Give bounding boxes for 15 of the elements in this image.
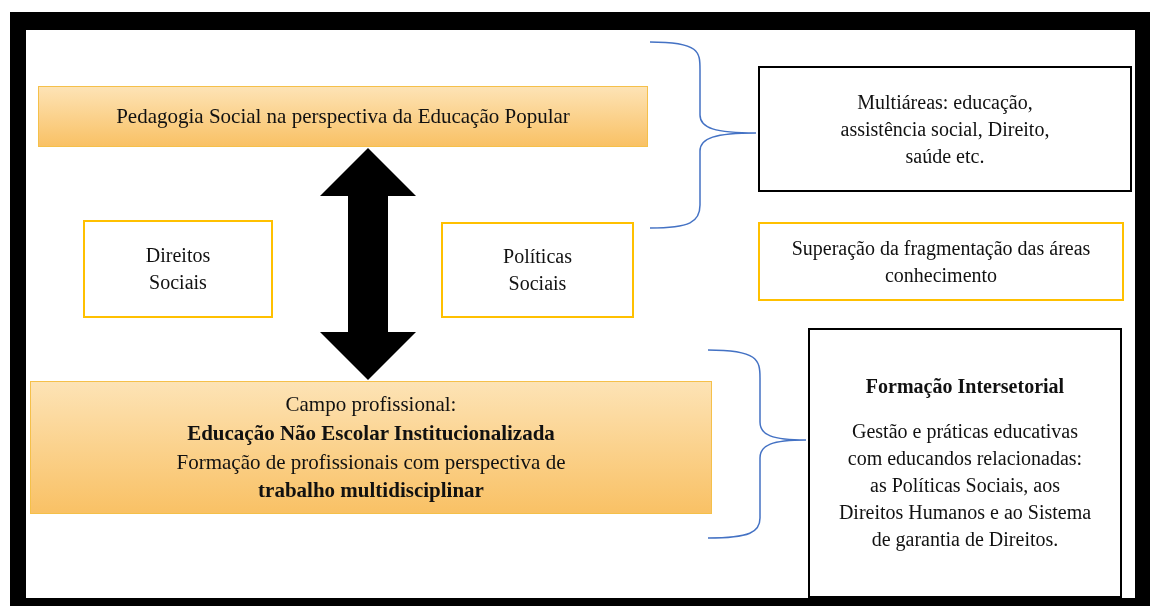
- box-text: Políticas Sociais: [502, 244, 573, 296]
- box-text: Gestão e práticas educativas com educandos relacionadas: as Políticas Sociais, aos Direitos Humanos e ao Sistema de garantia de Direitos.: [837, 419, 1093, 553]
- outlined-box: [441, 222, 634, 318]
- highlight-box: [30, 381, 712, 514]
- box-heading: Formação Intersetorial: [865, 374, 1065, 400]
- outlined-box: [83, 220, 273, 318]
- box-text: Pedagogia Social na perspectiva da Educação Popular: [116, 103, 570, 131]
- box-text: Direitos Sociais: [144, 243, 212, 295]
- box-text: Multiáreas: educação, assistência social, Direito, saúde etc.: [839, 89, 1051, 169]
- highlight-box: [38, 86, 648, 147]
- outlined-box: [758, 222, 1124, 301]
- box-text: Campo profissional: Educação Não Escolar Institucionalizada Formação de profissionais com perspectiva de trabalho multidisciplinar: [176, 390, 566, 505]
- text-box: [808, 328, 1122, 598]
- text-box: [758, 66, 1132, 192]
- box-text: Superação da fragmentação das áreas conhecimento: [791, 235, 1091, 288]
